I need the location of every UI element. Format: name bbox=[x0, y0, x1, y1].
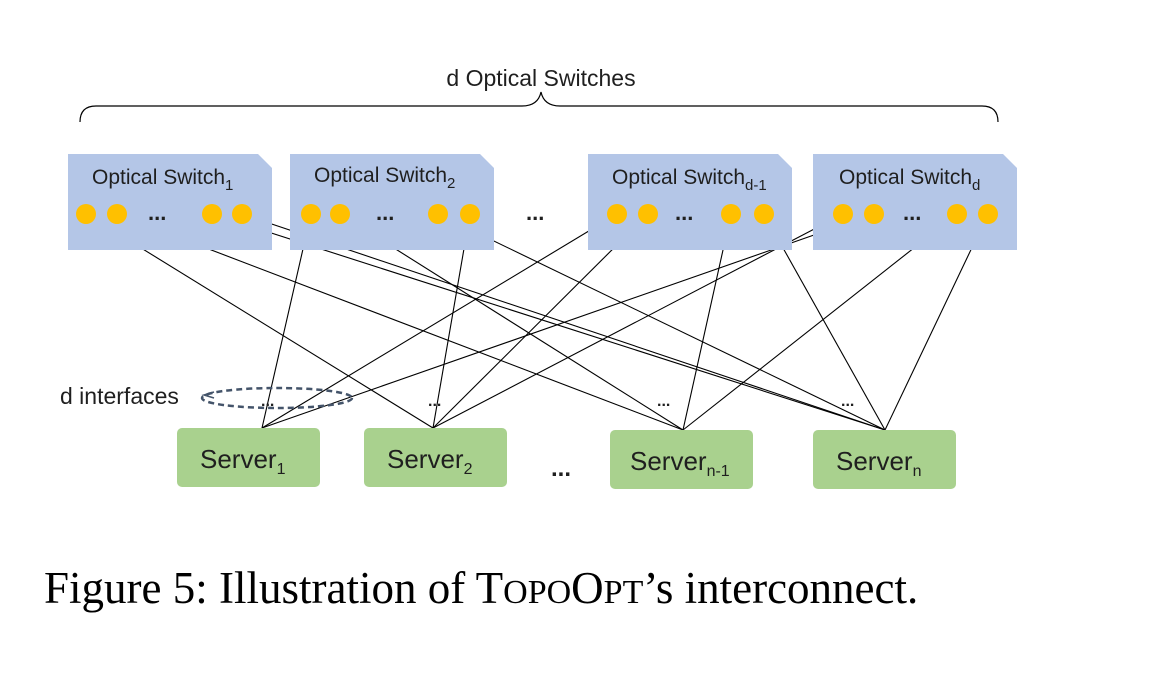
server-label: Servern bbox=[836, 446, 921, 480]
server-label: Servern-1 bbox=[630, 446, 730, 480]
top-label: d Optical Switches bbox=[446, 65, 635, 91]
server-box bbox=[364, 428, 507, 487]
switch-d-minus-1-port-ellipsis: ... bbox=[675, 200, 693, 225]
switch-1-port-ellipsis: ... bbox=[148, 200, 166, 225]
switch-box bbox=[68, 154, 272, 250]
port-14 bbox=[947, 204, 967, 224]
server-box bbox=[610, 430, 753, 489]
port-5 bbox=[330, 204, 350, 224]
servers-gap-ellipsis: ... bbox=[551, 455, 571, 482]
interfaces-ellipse bbox=[200, 386, 354, 410]
server-box bbox=[177, 428, 320, 487]
server-label: Server1 bbox=[200, 444, 286, 478]
port-10 bbox=[721, 204, 741, 224]
server-n-interface-ellipsis: ... bbox=[841, 393, 854, 410]
server-1: Server1 bbox=[177, 428, 320, 487]
port-12 bbox=[833, 204, 853, 224]
switches-gap-ellipsis: ... bbox=[526, 200, 544, 225]
port-7 bbox=[460, 204, 480, 224]
server-box bbox=[813, 430, 956, 489]
port-0 bbox=[76, 204, 96, 224]
switch-label: Optical Switch2 bbox=[314, 164, 455, 192]
server-2: Server2 bbox=[364, 428, 507, 487]
switch-box bbox=[290, 154, 494, 250]
server-n-minus-1-interface-ellipsis: ... bbox=[657, 393, 670, 410]
optical-switch-1: Optical Switch1 bbox=[68, 154, 272, 250]
top-brace bbox=[79, 91, 999, 123]
interfaces-label: d interfaces bbox=[60, 383, 179, 409]
switch-label: Optical Switch1 bbox=[92, 166, 233, 194]
port-15 bbox=[978, 204, 998, 224]
server-2-interface-ellipsis: ... bbox=[428, 393, 441, 410]
switch-label: Optical Switchd bbox=[839, 166, 980, 194]
figure-caption: Figure 5: Illustration of TOPOOPT’s inte… bbox=[44, 563, 918, 613]
port-2 bbox=[202, 204, 222, 224]
optical-switch-d: Optical Switchd bbox=[813, 154, 1017, 250]
port-1 bbox=[107, 204, 127, 224]
port-8 bbox=[607, 204, 627, 224]
port-9 bbox=[638, 204, 658, 224]
server-label: Server2 bbox=[387, 444, 473, 478]
port-6 bbox=[428, 204, 448, 224]
switch-box bbox=[588, 154, 792, 250]
port-4 bbox=[301, 204, 321, 224]
port-13 bbox=[864, 204, 884, 224]
port-11 bbox=[754, 204, 774, 224]
ports bbox=[76, 204, 998, 224]
switch-d-port-ellipsis: ... bbox=[903, 200, 921, 225]
wire-8 bbox=[261, 213, 618, 429]
switch-2-port-ellipsis: ... bbox=[376, 200, 394, 225]
switch-label: Optical Switchd-1 bbox=[612, 166, 767, 194]
switch-box bbox=[813, 154, 1017, 250]
server-1-interface-ellipsis: ... bbox=[261, 393, 274, 410]
server-n-minus-1: Servern-1 bbox=[610, 430, 753, 489]
optical-switch-d-minus-1: Optical Switchd-1 bbox=[588, 154, 792, 250]
port-3 bbox=[232, 204, 252, 224]
server-n: Servern bbox=[813, 430, 956, 489]
optical-switch-2: Optical Switch2 bbox=[290, 154, 494, 250]
wire-6 bbox=[437, 213, 886, 431]
